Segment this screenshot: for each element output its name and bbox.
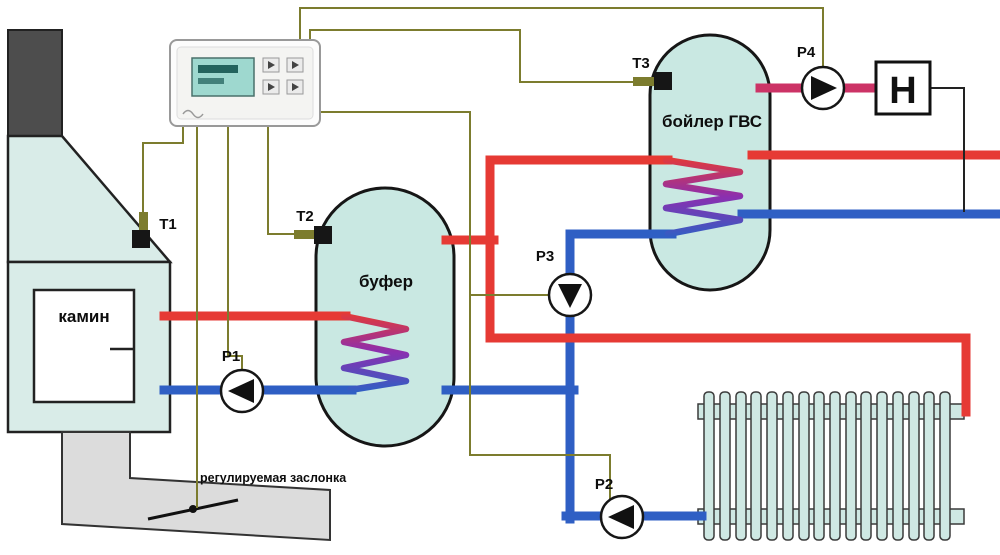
sensor-t2 [294, 226, 332, 244]
pump-direction-icon [608, 505, 634, 529]
pump-p4 [800, 65, 846, 111]
pump-direction-icon [228, 379, 254, 403]
pipe-hot-main [485, 155, 971, 417]
pipe-cold-boiler-coil-return [565, 229, 677, 524]
sensor-t3-label: T3 [632, 55, 650, 72]
radiator [697, 391, 965, 541]
wire-pump-p4 [299, 7, 824, 71]
boiler-coil [662, 156, 744, 238]
controller [169, 39, 321, 127]
fireplace-label: камин [58, 307, 109, 326]
arrow-icon [292, 61, 299, 69]
lcd-readout-line [198, 78, 224, 84]
radiator-fin [939, 391, 951, 541]
radiator-fin [860, 391, 872, 541]
radiator-fin [703, 391, 715, 541]
sensor-t2-label: T2 [296, 208, 314, 225]
damper-pivot [189, 505, 197, 513]
radiator-fin [782, 391, 794, 541]
radiator-fin [766, 391, 778, 541]
sensor-t3 [633, 72, 672, 90]
sensor-pocket [654, 72, 672, 90]
fireplace-door [32, 288, 136, 404]
pump-p4-label: P4 [797, 44, 816, 61]
arrow-icon [268, 83, 275, 91]
pump-p2 [599, 494, 645, 540]
radiator-fin [750, 391, 762, 541]
towel-rail-unit: H [874, 60, 932, 116]
controller-lcd [191, 57, 255, 97]
pump-p2-label: P2 [595, 476, 613, 493]
fireplace [6, 29, 331, 542]
towel-rail-box [874, 60, 932, 116]
radiator-fin [908, 391, 920, 541]
buffer-label: буфер [359, 272, 413, 291]
radiator-fin [735, 391, 747, 541]
pipe-recirculation-return [923, 87, 965, 212]
pump-direction-icon [558, 284, 582, 308]
pump-p1 [219, 368, 265, 414]
towel-rail-symbol: H [889, 70, 916, 112]
sensor-pocket [314, 226, 332, 244]
lcd-readout-line [198, 65, 238, 73]
sensor-stem [633, 77, 657, 86]
pump-p3 [547, 272, 593, 318]
pump-direction-icon [811, 76, 837, 100]
wire-sensor-t2 [267, 125, 297, 235]
radiator-fin [876, 391, 888, 541]
radiator-fin [719, 391, 731, 541]
radiator-fin [798, 391, 810, 541]
wire-pump-p1 [227, 125, 243, 375]
chimney [7, 29, 63, 137]
radiator-fin [829, 391, 841, 541]
arrow-icon [268, 61, 275, 69]
radiator-fin [923, 391, 935, 541]
radiator-fin [845, 391, 857, 541]
radiator-fin [813, 391, 825, 541]
sensor-t1 [132, 212, 150, 248]
pump-p3-label: P3 [536, 248, 554, 265]
radiator-fin [892, 391, 904, 541]
damper-label: регулируемая заслонка [200, 471, 347, 485]
buffer-coil [340, 312, 410, 394]
boiler-label: бойлер ГВС [662, 112, 762, 131]
sensor-pocket [132, 230, 150, 248]
sensor-t1-label: T1 [159, 216, 177, 233]
sensor-stem [294, 230, 318, 239]
arrow-icon [292, 83, 299, 91]
pump-p1-label: P1 [222, 348, 240, 365]
wire-sensor-t3 [309, 29, 633, 83]
wire-sensor-t1 [142, 125, 184, 217]
sensor-stem [139, 212, 148, 234]
brand-mark-icon [182, 109, 204, 119]
